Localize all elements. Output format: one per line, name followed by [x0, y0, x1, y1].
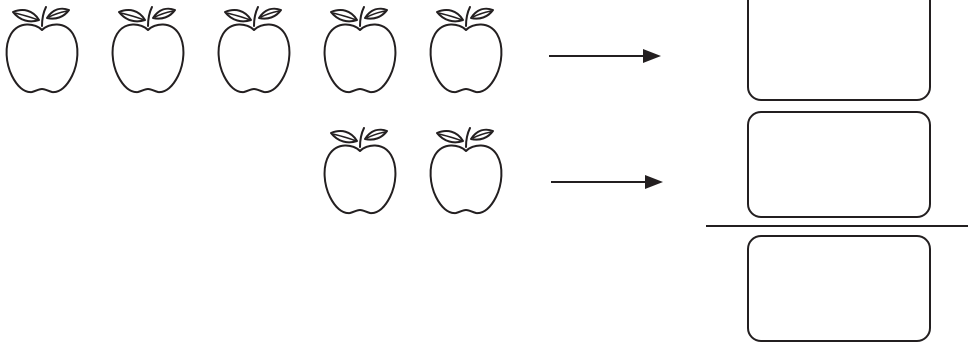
answer-box-result[interactable] [747, 235, 931, 342]
apple-icon [108, 0, 188, 96]
answer-box-subtracted[interactable] [747, 111, 931, 218]
apple-icon [426, 0, 506, 96]
apple-icon [426, 121, 506, 217]
subtraction-line [706, 225, 968, 227]
answer-box-total[interactable] [747, 0, 931, 101]
apple-icon [2, 0, 82, 96]
apple-icon [320, 121, 400, 217]
arrow-right-icon [551, 173, 665, 191]
apple-icon [320, 0, 400, 96]
arrow-right-icon [549, 47, 663, 65]
apple-icon [214, 0, 294, 96]
